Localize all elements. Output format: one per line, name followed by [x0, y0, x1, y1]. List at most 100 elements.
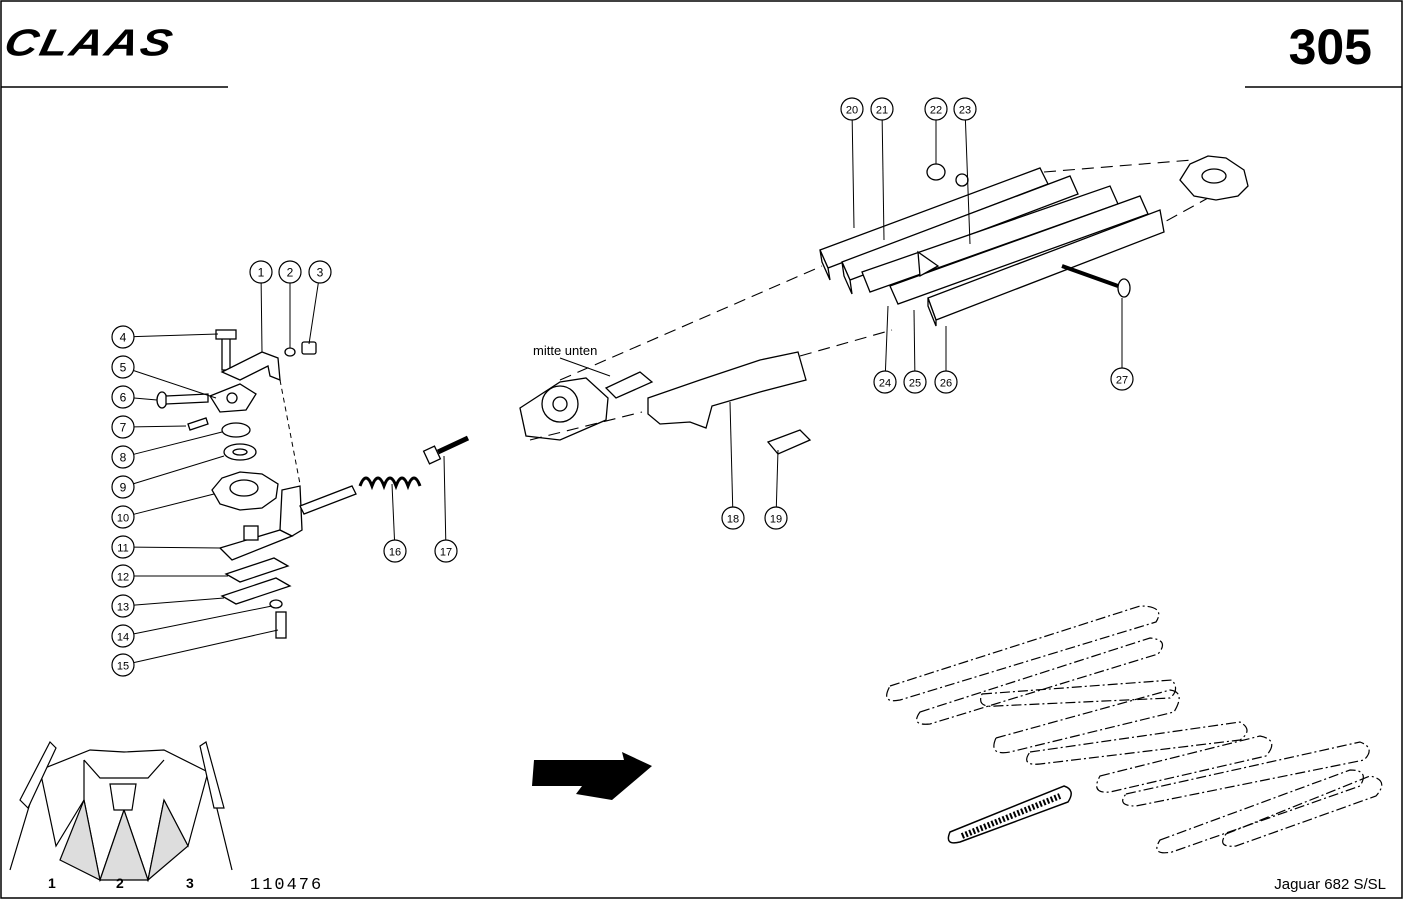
callout-circle-16 — [383, 539, 407, 563]
claas-logo: CLAAS — [0, 20, 179, 64]
callout-label-22: 22 — [930, 105, 942, 117]
page-number: 305 — [1288, 19, 1372, 75]
callout-circle-13 — [111, 594, 135, 618]
callout-label-18: 18 — [727, 514, 739, 526]
leader-25 — [913, 309, 916, 372]
bolt-15 — [275, 611, 287, 639]
spring-16 — [358, 476, 422, 491]
callout-label-17: 17 — [440, 547, 452, 559]
plate-12 — [224, 557, 290, 583]
leader-16 — [391, 483, 396, 541]
callout-label-11: 11 — [117, 543, 128, 555]
leader-11 — [133, 546, 221, 549]
callout-label-19: 19 — [770, 514, 782, 526]
callout-label-13: 13 — [117, 602, 129, 614]
chain-segment — [947, 785, 1072, 844]
leader-6 — [133, 397, 158, 401]
callout-label-3: 3 — [317, 266, 324, 280]
bolt-27 — [1061, 264, 1119, 288]
leader-20 — [851, 119, 855, 229]
leader-19 — [775, 449, 779, 508]
callout-label-6: 6 — [120, 391, 127, 405]
callout-label-27: 27 — [1116, 375, 1128, 387]
direction-arrow — [532, 752, 652, 800]
callout-circle-3 — [308, 260, 332, 284]
leader-7 — [133, 425, 187, 428]
link-19 — [766, 429, 812, 455]
leader-lines — [133, 119, 1123, 664]
rail-assembly — [819, 155, 1249, 327]
callout-circle-15 — [111, 653, 135, 677]
leader-13 — [133, 597, 225, 606]
callout-circle-7 — [111, 415, 135, 439]
ring-8 — [221, 422, 251, 438]
callout-circle-9 — [111, 475, 135, 499]
callout-label-7: 7 — [120, 421, 127, 435]
leader-18 — [729, 401, 734, 508]
callout-label-25: 25 — [909, 378, 921, 390]
callout-circle-20 — [840, 97, 864, 121]
mitte-unten-annotation: mitte unten — [533, 343, 597, 358]
screw-7 — [187, 417, 209, 431]
rod — [299, 485, 357, 515]
phantom-chain-loops — [886, 605, 1383, 854]
bracket-1 — [220, 351, 281, 381]
leader-10 — [133, 493, 215, 515]
callout-label-23: 23 — [959, 105, 971, 117]
callout-label-12: 12 — [117, 572, 129, 584]
callout-circle-11 — [111, 535, 135, 559]
callout-circle-5 — [111, 355, 135, 379]
bolt-17 — [422, 435, 470, 465]
callout-circle-14 — [111, 624, 135, 648]
washer-14 — [269, 599, 283, 609]
leader-9 — [133, 455, 225, 485]
leader-21 — [881, 119, 885, 241]
leader-1 — [260, 282, 263, 353]
leader-5 — [133, 370, 217, 399]
center-drive-assembly — [519, 351, 812, 455]
washer-23 — [955, 173, 969, 187]
callout-circle-24 — [873, 370, 897, 394]
callout-circle-8 — [111, 445, 135, 469]
callout-label-8: 8 — [120, 451, 127, 465]
washer-2 — [284, 347, 296, 357]
callout-label-5: 5 — [120, 361, 127, 375]
model-name: Jaguar 682 S/SL — [1274, 876, 1386, 893]
callout-circle-10 — [111, 505, 135, 529]
leader-8 — [133, 431, 223, 455]
callout-circle-21 — [870, 97, 894, 121]
leader-24 — [884, 305, 889, 372]
position-3: 3 — [186, 875, 194, 891]
leader-17 — [443, 455, 447, 541]
position-1: 1 — [48, 875, 56, 891]
drawing-number: 110476 — [250, 876, 324, 895]
tensioner-assembly — [156, 329, 357, 639]
callout-label-1: 1 — [258, 266, 265, 280]
chain-guide-18 — [647, 351, 807, 429]
callout-circle-19 — [764, 506, 788, 530]
bolt-4 — [221, 335, 231, 371]
leader-14 — [133, 605, 273, 635]
callout-label-26: 26 — [940, 378, 952, 390]
callout-circle-1 — [249, 260, 273, 284]
callout-circle-4 — [111, 325, 135, 349]
header-overview-thumbnail — [9, 740, 233, 883]
callout-label-24: 24 — [879, 378, 891, 390]
plate-13 — [220, 577, 292, 605]
callout-circle-17 — [434, 539, 458, 563]
callout-circle-6 — [111, 385, 135, 409]
leader-4 — [133, 333, 219, 338]
callout-label-16: 16 — [389, 547, 401, 559]
callout-label-15: 15 — [117, 661, 129, 673]
callout-circle-25 — [903, 370, 927, 394]
callout-label-10: 10 — [117, 513, 129, 525]
callout-circle-18 — [721, 506, 745, 530]
callout-label-4: 4 — [120, 331, 127, 345]
callout-circle-23 — [953, 97, 977, 121]
leader-3 — [308, 282, 319, 345]
callout-label-21: 21 — [876, 105, 888, 117]
callout-label-14: 14 — [117, 632, 129, 644]
